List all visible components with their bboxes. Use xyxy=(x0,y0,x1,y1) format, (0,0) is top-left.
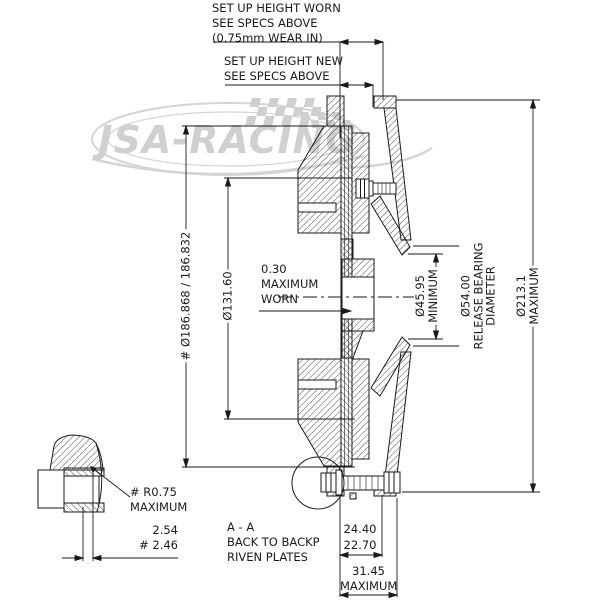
stack-line1: 24.40 xyxy=(343,522,377,536)
outer-diameter-value: # Ø186.868 / 186.832 xyxy=(178,231,193,361)
max-diameter-label: Ø213.1 MAXIMUM xyxy=(514,265,541,327)
bore-line2: MINIMUM xyxy=(426,269,440,323)
detail-view xyxy=(37,434,105,513)
lower-bolt xyxy=(320,469,401,500)
maxdia-line2: MAXIMUM xyxy=(527,267,541,325)
worn-limit-note: 0.30 MAXIMUM WORN xyxy=(261,262,318,307)
section-line2: BACK TO BACKP xyxy=(227,535,320,549)
overall-line1: 31.45 xyxy=(352,564,385,578)
hub-section xyxy=(340,238,375,359)
setup-new-line2: SEE SPECS ABOVE xyxy=(224,69,330,83)
thickness-line1: 2.54 xyxy=(152,523,178,537)
setup-new-line1: SET UP HEIGHT NEW xyxy=(224,54,344,68)
release-bearing-label: Ø54.00 RELEASE BEARING DIAMETER xyxy=(458,240,498,352)
overall-dimension-note: 31.45 MAXIMUM xyxy=(340,564,397,594)
friction-diameter-value: Ø131.60 xyxy=(220,271,235,321)
clutch-cover-section xyxy=(370,95,412,497)
setup-height-worn-note: SET UP HEIGHT WORN SEE SPECS ABOVE (0.75… xyxy=(212,1,341,46)
watermark-logo: JSA-RACING xyxy=(91,98,433,176)
plate-thickness-note: 2.54 # 2.46 xyxy=(134,523,178,553)
detail-circle xyxy=(291,456,345,510)
stack-dimension-note: 24.40 22.70 xyxy=(336,521,384,553)
overall-line2: MAXIMUM xyxy=(340,579,398,593)
worn-line1: 0.30 xyxy=(261,262,287,276)
setup-worn-line2: SEE SPECS ABOVE xyxy=(212,16,318,30)
radius-leader-line xyxy=(94,469,131,498)
bore-diameter-label: Ø45.95 MINIMUM xyxy=(413,267,440,325)
thickness-line2: # 2.46 xyxy=(139,538,178,552)
setup-worn-line3: (0.75mm WEAR IN) xyxy=(212,31,323,45)
radius-note: # R0.75 MAXIMUM xyxy=(130,485,187,515)
radius-line2: MAXIMUM xyxy=(130,500,188,514)
release-line3: DIAMETER xyxy=(483,266,498,326)
worn-line3: WORN xyxy=(261,292,299,306)
friction-diameter-label: Ø131.60 xyxy=(220,269,235,323)
section-line3: RIVEN PLATES xyxy=(227,550,308,564)
section-note: A - A BACK TO BACKP RIVEN PLATES xyxy=(227,520,320,565)
upper-bolt xyxy=(355,178,397,199)
release-line1: Ø54.00 xyxy=(458,275,473,317)
setup-worn-line1: SET UP HEIGHT WORN xyxy=(212,1,341,15)
radius-line1: # R0.75 xyxy=(130,485,177,499)
outer-diameter-label: # Ø186.868 / 186.832 xyxy=(178,229,193,363)
setup-height-new-note: SET UP HEIGHT NEW SEE SPECS ABOVE xyxy=(224,54,343,84)
section-line1: A - A xyxy=(227,520,255,534)
stack-line2: 22.70 xyxy=(343,538,377,552)
worn-line2: MAXIMUM xyxy=(261,277,319,291)
